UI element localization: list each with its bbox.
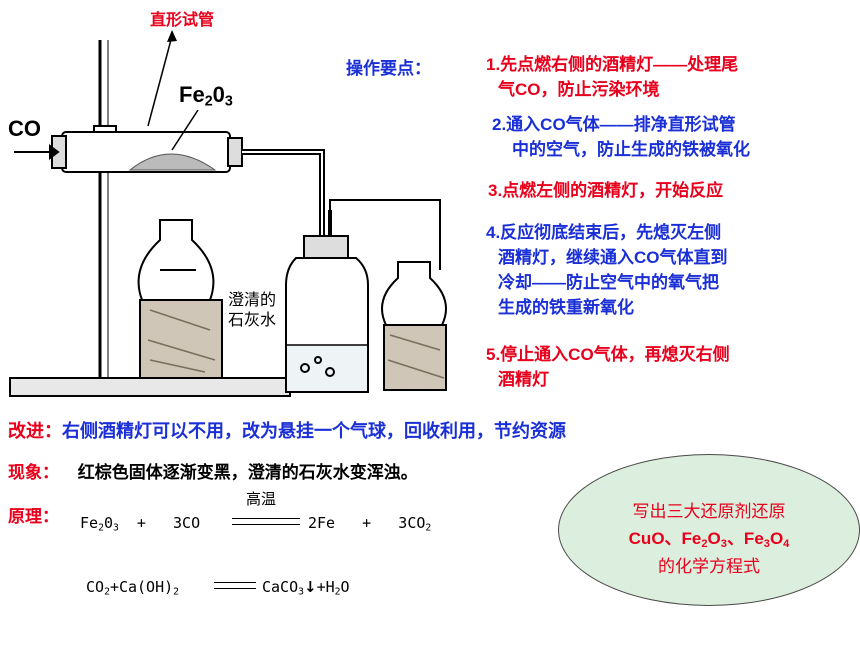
bubble-line-2: CuO、Fe2O3、Fe3O4 <box>628 529 790 550</box>
reactant-label: Fe203 <box>176 82 236 110</box>
step-5-line-2: 酒精灯 <box>498 370 549 389</box>
key-points-title: 操作要点： <box>346 59 431 78</box>
right-alcohol-lamp <box>381 261 447 391</box>
apparatus-illustration <box>9 30 447 397</box>
exercise-bubble: 写出三大还原剂还原 CuO、Fe2O3、Fe3O4 的化学方程式 <box>558 454 860 606</box>
straight-tube <box>51 131 243 173</box>
equation-2-right: CaCO3↓+H2O <box>262 578 350 598</box>
equation-1-right: 2Fe + 3CO2 <box>308 514 432 534</box>
improvement-label: 改进： <box>8 421 62 441</box>
step-1-line-1: 1.先点燃右侧的酒精灯——处理尾 <box>486 55 739 74</box>
phenomenon-label: 现象： <box>8 463 59 482</box>
equation-2-equals-sign <box>214 582 256 589</box>
reactant-pointer-line <box>171 109 199 151</box>
step-1-line-2: 气CO，防止污染环境 <box>498 80 660 99</box>
step-5: 5.停止通入CO气体，再熄灭右侧 酒精灯 <box>486 342 730 392</box>
equation-1-equals-sign <box>232 518 300 525</box>
step-2-line-2: 中的空气，防止生成的铁被氧化 <box>512 140 750 159</box>
step-1: 1.先点燃右侧的酒精灯——处理尾 气CO，防止污染环境 <box>486 52 738 102</box>
phenomenon-row: 现象： 红棕色固体逐渐变黑，澄清的石灰水变浑浊。 <box>8 458 418 483</box>
co-inlet-arrow <box>14 144 60 160</box>
equation-1-condition: 高温 <box>246 490 277 508</box>
step-2: 2.通入CO气体——排净直形试管 中的空气，防止生成的铁被氧化 <box>492 112 750 162</box>
tube-label: 直形试管 <box>150 12 215 29</box>
limewater-label-line2: 石灰水 <box>228 312 277 329</box>
step-4: 4.反应彻底结束后，先熄灭左侧 酒精灯，继续通入CO气体直到 冷却——防止空气中… <box>486 220 728 320</box>
step-3-line-1: 3.点燃左侧的酒精灯，开始反应 <box>488 181 724 200</box>
tube-pointer-arrowhead <box>167 30 177 42</box>
principle-label: 原理： <box>8 507 59 526</box>
left-alcohol-lamp <box>137 219 223 379</box>
step-3: 3.点燃左侧的酒精灯，开始反应 <box>488 178 723 203</box>
co-inlet-label: CO <box>8 116 41 142</box>
improvement-row: 改进：右侧酒精灯可以不用，改为悬挂一个气球，回收利用，节约资源 <box>8 417 566 443</box>
limewater-label-line1: 澄清的 <box>228 292 277 309</box>
step-4-line-4: 生成的铁重新氧化 <box>498 298 634 317</box>
step-2-line-1: 2.通入CO气体——排净直形试管 <box>492 115 736 134</box>
step-5-line-1: 5.停止通入CO气体，再熄灭右侧 <box>486 345 730 364</box>
bubble-line-1: 写出三大还原剂还原 <box>632 502 786 522</box>
improvement-text: 右侧酒精灯可以不用，改为悬挂一个气球，回收利用，节约资源 <box>62 421 566 441</box>
step-4-line-2: 酒精灯，继续通入CO气体直到 <box>498 248 728 267</box>
bubble-line-3: 的化学方程式 <box>658 556 760 577</box>
step-4-line-1: 4.反应彻底结束后，先熄灭左侧 <box>486 223 722 242</box>
equation-2-left: CO2+Ca(OH)2 <box>86 578 180 598</box>
step-4-line-3: 冷却——防止空气中的氧气把 <box>498 273 719 292</box>
phenomenon-text: 红棕色固体逐渐变黑，澄清的石灰水变浑浊。 <box>77 463 418 482</box>
equation-1-left: Fe203 + 3CO <box>80 514 201 534</box>
limewater-bottle <box>285 199 441 393</box>
tube-pointer-line <box>147 35 173 127</box>
